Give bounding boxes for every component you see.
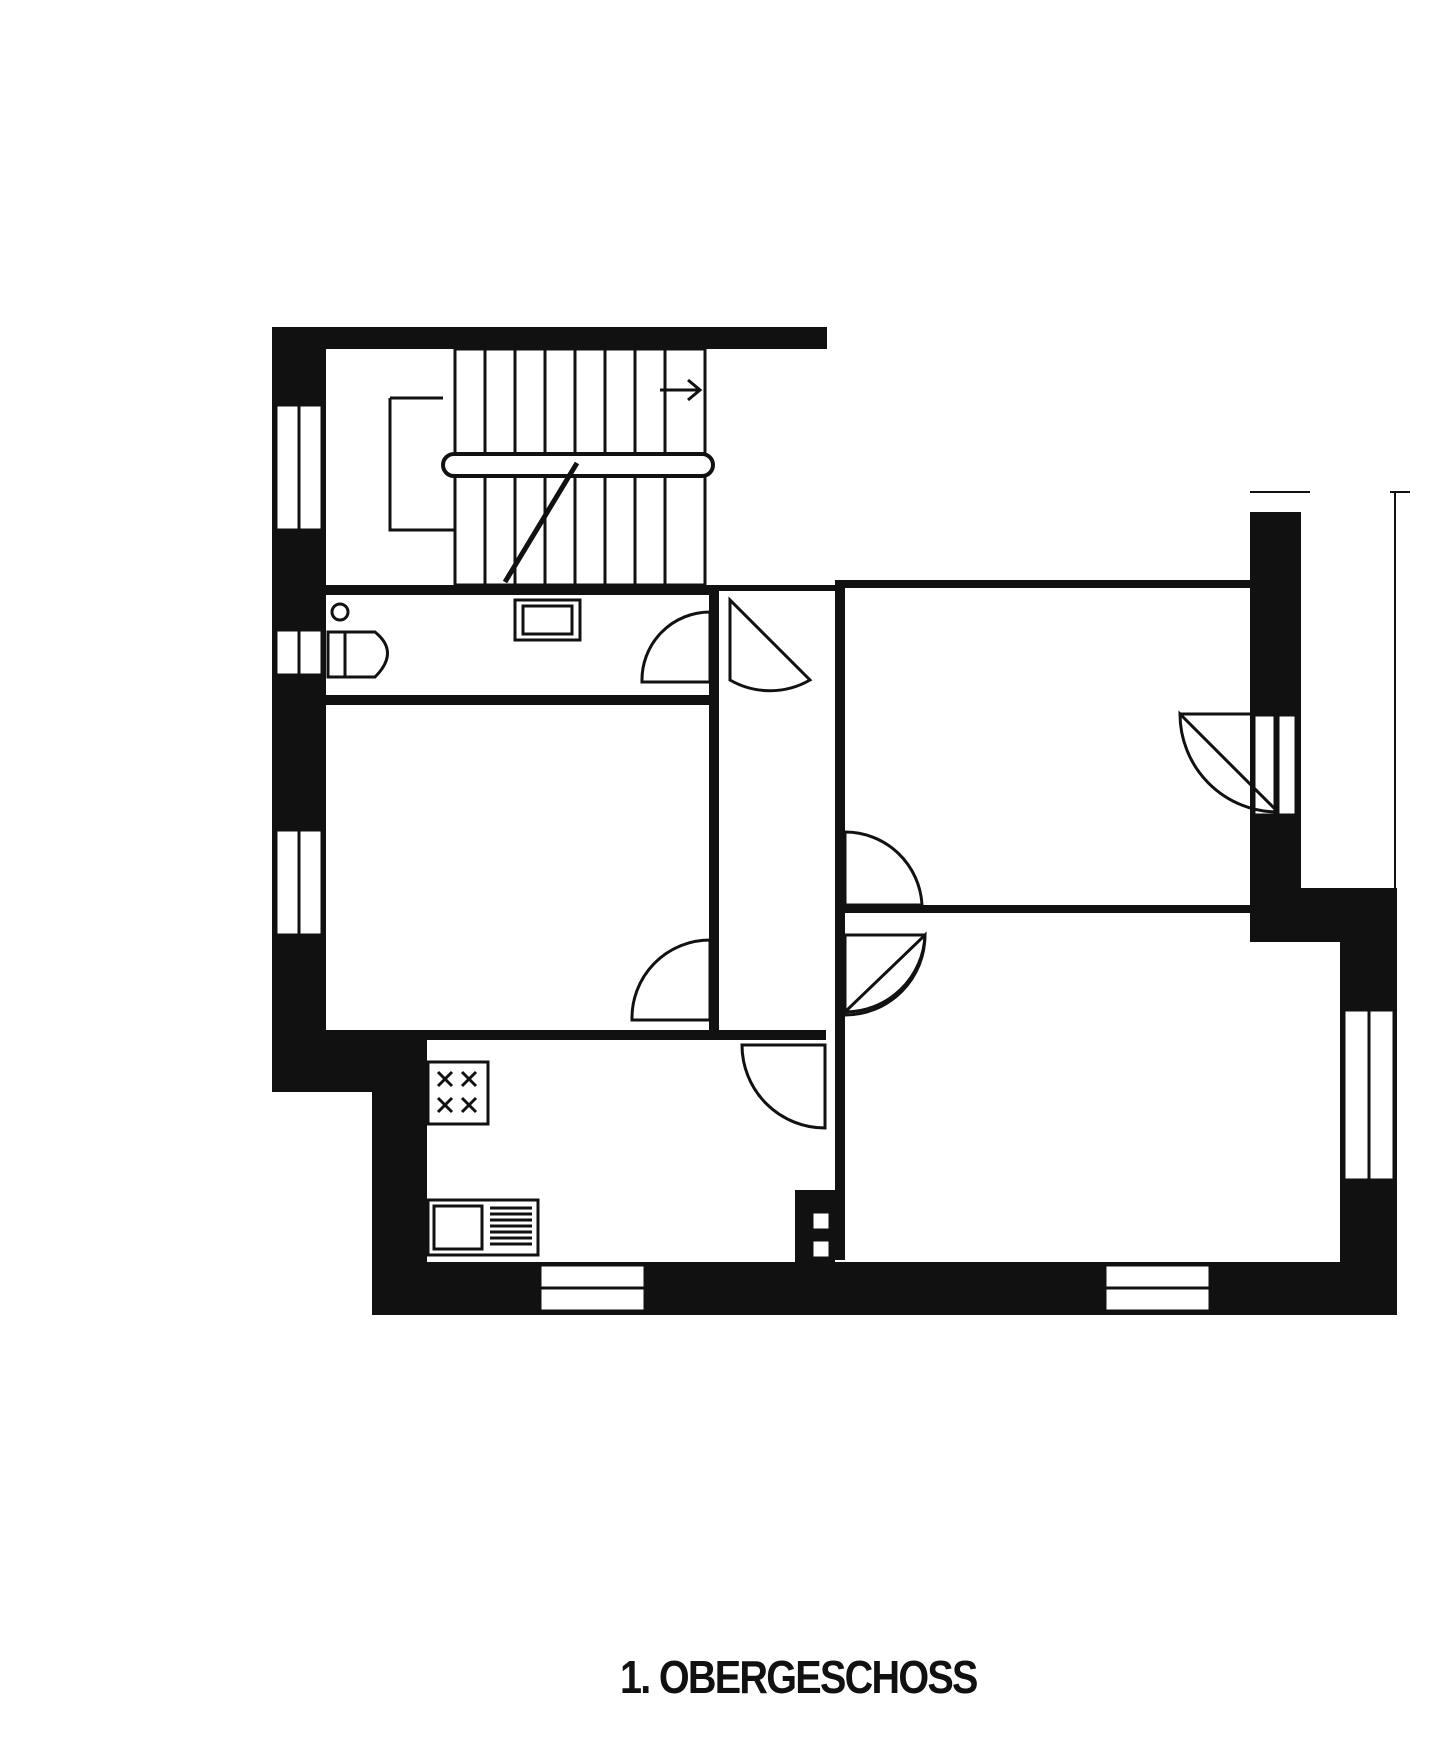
kitchen-sink-icon — [426, 1198, 540, 1257]
sink-icon — [513, 598, 582, 642]
windows — [274, 403, 1396, 1313]
floor-label: 1. OBERGESCHOSS — [620, 1651, 978, 1703]
fixtures — [326, 598, 832, 1260]
balcony — [1250, 491, 1410, 888]
stove-icon — [426, 1060, 490, 1126]
exterior-walls — [272, 327, 1397, 1315]
interior-walls — [326, 580, 1250, 1262]
stair-arrow-icon — [687, 378, 703, 402]
doors — [630, 596, 1280, 1130]
toilet-icon — [326, 602, 389, 679]
staircase — [388, 347, 715, 587]
